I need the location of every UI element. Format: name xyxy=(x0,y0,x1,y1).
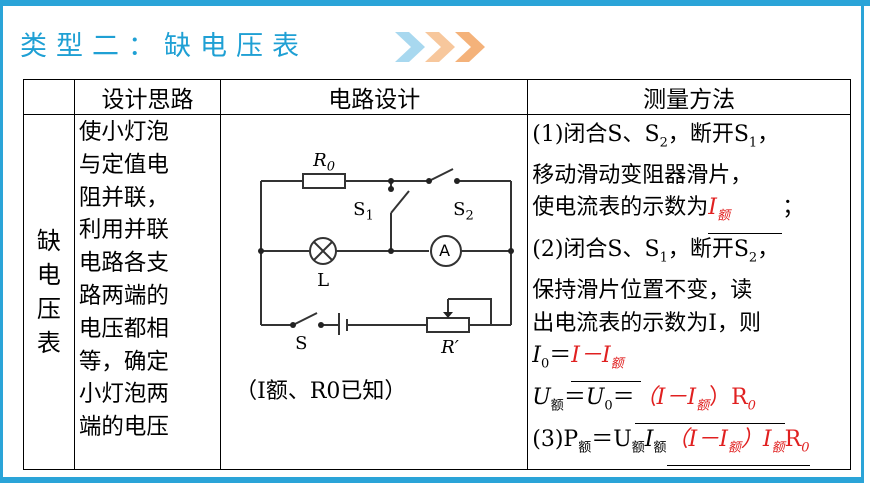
label-lamp: L xyxy=(317,270,330,291)
label-rheostat: R′ xyxy=(441,337,459,358)
label-s2: S2 xyxy=(453,199,474,224)
method-line: I0＝I－I额 xyxy=(532,340,850,383)
header-cell-empty xyxy=(23,79,75,115)
header-cell-method: 测量方法 xyxy=(527,79,851,115)
method-line: U额＝U0＝（I－I额）R0 xyxy=(532,382,850,424)
known-note: （I额、R0已知） xyxy=(235,379,407,404)
label-r0: R0 xyxy=(313,150,335,175)
circuit-diagram xyxy=(258,168,515,335)
label-s1: S1 xyxy=(353,199,374,224)
label-switch: S xyxy=(295,333,308,354)
ammeter-icon: A xyxy=(439,241,451,260)
idea-line: 利用并联 xyxy=(78,217,169,244)
method-line: (3)P额＝U额I额（I－I额）I额R0 xyxy=(532,424,850,466)
design-idea: 使小灯泡 与定值电 阻并联， 利用并联 电路各支 路两端的 电压都相 等，确定 … xyxy=(73,114,222,470)
method-line: (1)闭合S、S2，断开S1， xyxy=(532,122,780,151)
side-label: 缺 电 压 表 xyxy=(23,114,75,470)
answer-blank-1: I额 xyxy=(708,192,783,235)
method-line: 使电流表的示数为I额； xyxy=(532,192,850,235)
idea-line: 端的电压 xyxy=(78,414,169,441)
idea-line: 阻并联， xyxy=(78,184,169,211)
method-line: 出电流表的示数为I，则 xyxy=(532,310,761,336)
table-row: 缺 电 压 表 使小灯泡 与定值电 阻并联， 利用并联 电路各支 路两端的 电压… xyxy=(23,114,851,470)
idea-line: 等，确定 xyxy=(78,348,169,375)
idea-line: 电压都相 xyxy=(78,315,169,342)
side-char: 缺 xyxy=(36,227,61,255)
top-bar xyxy=(0,0,870,6)
circuit-cell: R0 S1 S2 L A S R′ （I额、R0已知） xyxy=(220,114,529,470)
content-table: 设计思路 电路设计 测量方法 缺 电 压 表 使小灯泡 与定值电 阻并联， 利用… xyxy=(23,79,851,470)
method-line: 保持滑片位置不变，读 xyxy=(532,278,753,304)
slide-title: 类型二：缺电压表 xyxy=(20,31,308,62)
idea-line: 电路各支 xyxy=(78,250,169,277)
answer-blank-4: （I－I额）I额R0 xyxy=(666,424,810,466)
measure-method: (1)闭合S、S2，断开S1， 移动滑动变阻器滑片， 使电流表的示数为I额； (… xyxy=(527,114,851,470)
header-row: 设计思路 电路设计 测量方法 xyxy=(23,79,851,115)
idea-line: 与定值电 xyxy=(78,151,169,178)
header-cell-idea: 设计思路 xyxy=(73,79,222,115)
answer-blank-2: I－I额 xyxy=(571,340,642,383)
method-line: 移动滑动变阻器滑片， xyxy=(532,162,753,188)
header-cell-circuit: 电路设计 xyxy=(220,79,529,115)
idea-line: 使小灯泡 xyxy=(78,119,169,145)
method-line: (2)闭合S、S1，断开S2， xyxy=(532,237,780,266)
side-char: 电 xyxy=(36,261,61,289)
answer-blank-3: （I－I额）R0 xyxy=(634,382,785,424)
idea-line: 小灯泡两 xyxy=(78,381,169,408)
chevron-arrows-icon xyxy=(395,32,485,62)
side-char: 压 xyxy=(36,295,61,323)
idea-line: 路两端的 xyxy=(78,282,169,309)
side-char: 表 xyxy=(36,329,61,357)
